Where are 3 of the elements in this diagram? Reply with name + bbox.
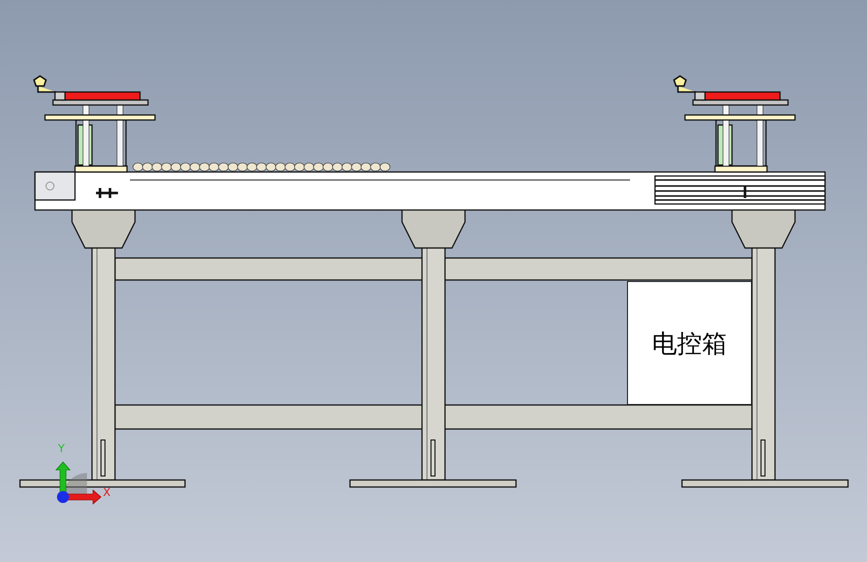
axis-label: X xyxy=(103,487,111,498)
axis-label: Y xyxy=(58,443,65,454)
control-box: 电控箱 xyxy=(627,281,752,405)
